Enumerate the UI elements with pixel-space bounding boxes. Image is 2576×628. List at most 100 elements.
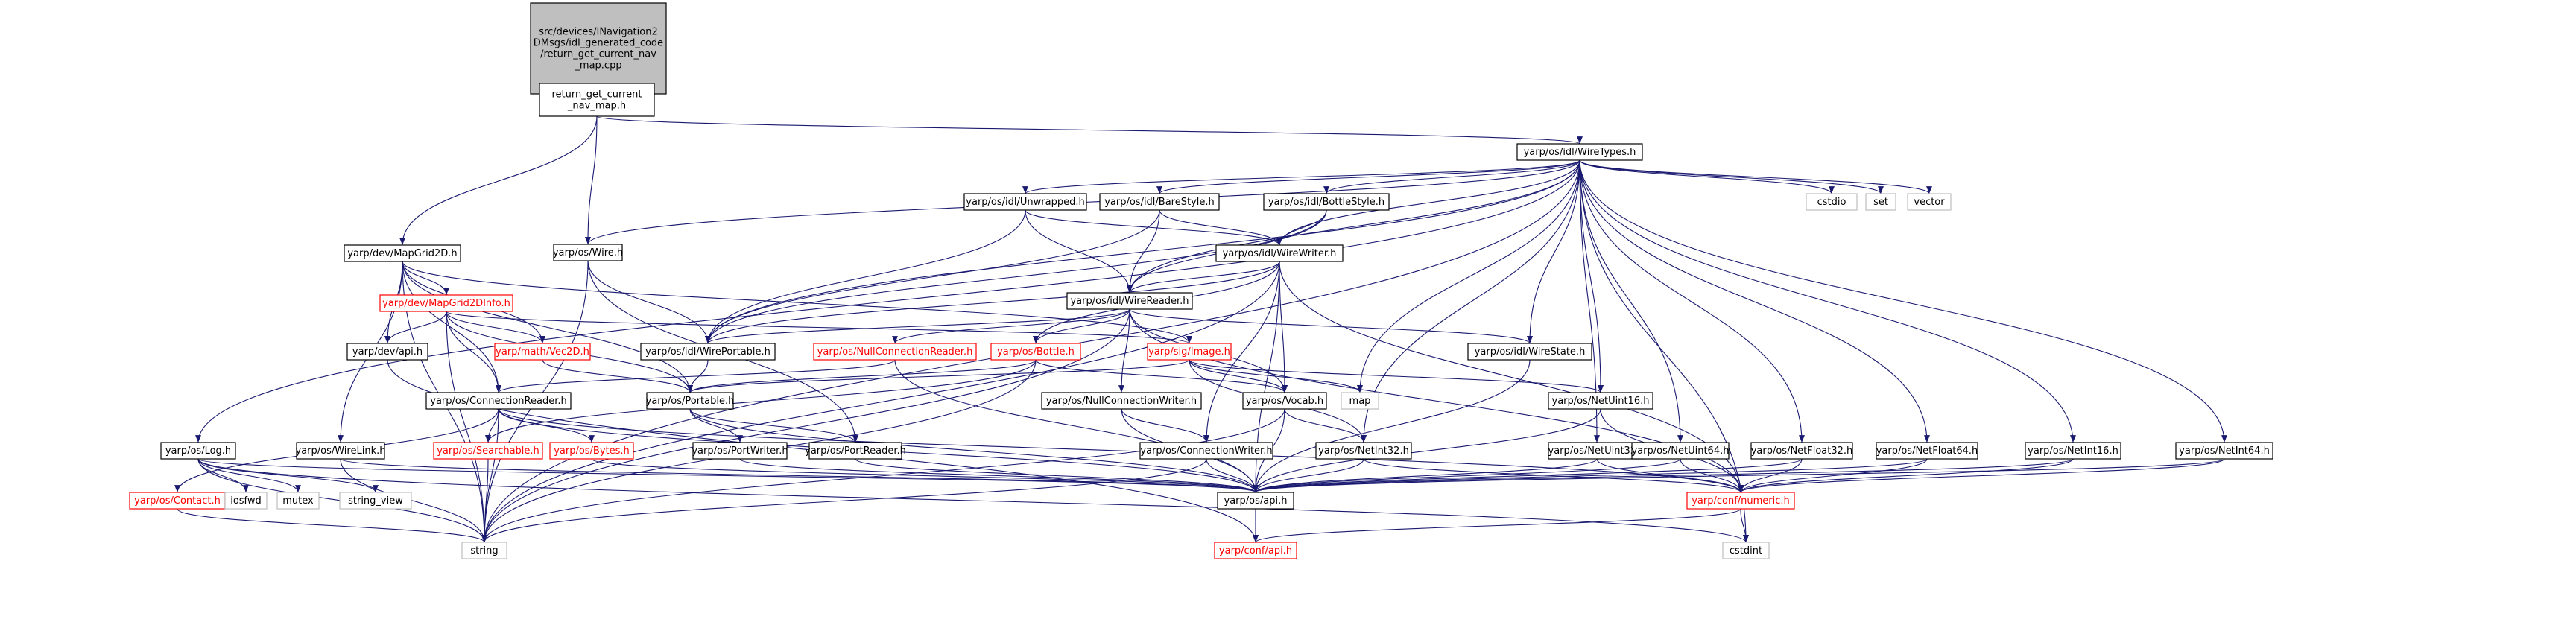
node-string[interactable]: string — [461, 542, 507, 559]
edge-mapgrid2dinfo-to-vec2d — [446, 311, 545, 344]
node-nullconnreader-box — [813, 343, 977, 361]
node-bottle-box — [990, 343, 1081, 361]
node-bottle[interactable]: yarp/os/Bottle.h — [990, 343, 1081, 361]
node-netuint64[interactable]: yarp/os/NetUint64.h — [1631, 442, 1730, 460]
edge-numeric-to-cstdint — [1740, 508, 1749, 543]
node-wirereader-label-line-0: yarp/os/idl/WireReader.h — [1070, 296, 1189, 307]
edge-wiretypes-to-unwrapped — [1022, 159, 1580, 194]
node-connreader-label-line-0: yarp/os/ConnectionReader.h — [430, 396, 567, 407]
node-searchable-label-line-0: yarp/os/Searchable.h — [437, 445, 539, 457]
edge-wiretypes-to-cstdio — [1579, 159, 1835, 194]
node-netint16-label-line-0: yarp/os/NetInt16.h — [2028, 445, 2118, 457]
edge-wirelink-to-osapi — [340, 458, 1259, 493]
node-vector[interactable]: vector — [1907, 193, 1952, 211]
node-wiretypes-label-line-0: yarp/os/idl/WireTypes.h — [1524, 147, 1636, 158]
node-wirereader[interactable]: yarp/os/idl/WireReader.h — [1066, 292, 1193, 310]
edge-barestyle-to-wireportable — [705, 209, 1160, 344]
edge-wiretypes-to-netfloat64 — [1579, 159, 1930, 443]
node-nullconnreader[interactable]: yarp/os/NullConnectionReader.h — [813, 343, 977, 361]
node-vec2d-label-line-0: yarp/math/Vec2D.h — [496, 346, 589, 358]
node-netint32-box — [1315, 442, 1412, 460]
node-portable[interactable]: yarp/os/Portable.h — [646, 392, 735, 410]
node-wirewriter[interactable]: yarp/os/idl/WireWriter.h — [1215, 244, 1344, 262]
node-osapi[interactable]: yarp/os/api.h — [1217, 492, 1294, 510]
node-wire[interactable]: yarp/os/Wire.h — [553, 244, 623, 261]
node-iosfwd[interactable]: iosfwd — [224, 492, 268, 510]
node-netint16-box — [2025, 442, 2121, 460]
node-bytes[interactable]: yarp/os/Bytes.h — [549, 442, 634, 460]
node-string_view[interactable]: string_view — [339, 492, 412, 510]
node-vector-box — [1907, 193, 1952, 211]
node-root[interactable]: src/devices/INavigation2DMsgs/idl_genera… — [530, 2, 667, 95]
edge-wire-to-wireportable — [587, 260, 711, 344]
node-string_view-box — [339, 492, 412, 510]
edge-numeric-to-confapi — [1253, 508, 1741, 543]
node-wirestate[interactable]: yarp/os/idl/WireState.h — [1467, 343, 1592, 361]
node-barestyle[interactable]: yarp/os/idl/BareStyle.h — [1099, 193, 1220, 211]
node-bottlestyle[interactable]: yarp/os/idl/BottleStyle.h — [1263, 193, 1390, 211]
edge-netuint16-to-osapi — [1253, 408, 1601, 493]
edge-image-to-map — [1189, 359, 1363, 393]
node-numeric[interactable]: yarp/conf/numeric.h — [1686, 492, 1795, 510]
node-netfloat64-box — [1876, 442, 1978, 460]
node-barestyle-box — [1099, 193, 1220, 211]
node-netint32-label-line-0: yarp/os/NetInt32.h — [1318, 445, 1409, 457]
edge-barestyle-to-wirereader — [1127, 209, 1160, 294]
node-barestyle-label-line-0: yarp/os/idl/BareStyle.h — [1104, 197, 1215, 208]
edge-wirewriter-to-wireportable — [705, 261, 1280, 344]
node-cstdint[interactable]: cstdint — [1722, 542, 1770, 559]
node-wirelink[interactable]: yarp/os/WireLink.h — [296, 442, 386, 460]
node-devapi[interactable]: yarp/dev/api.h — [346, 343, 428, 361]
edge-log-to-osapi — [197, 458, 1259, 493]
node-portwriter[interactable]: yarp/os/PortWriter.h — [692, 442, 788, 460]
node-mapgrid2dinfo-box — [379, 294, 513, 312]
node-nullconnwriter[interactable]: yarp/os/NullConnectionWriter.h — [1041, 392, 1202, 410]
node-rgcnm[interactable]: return_get_current_nav_map.h — [539, 83, 655, 117]
node-image[interactable]: yarp/sig/Image.h — [1147, 343, 1232, 361]
node-portreader[interactable]: yarp/os/PortReader.h — [805, 442, 906, 460]
node-unwrapped[interactable]: yarp/os/idl/Unwrapped.h — [963, 193, 1087, 211]
node-searchable[interactable]: yarp/os/Searchable.h — [433, 442, 543, 460]
node-connwriter[interactable]: yarp/os/ConnectionWriter.h — [1139, 442, 1273, 460]
node-netint16[interactable]: yarp/os/NetInt16.h — [2025, 442, 2121, 460]
node-portable-label-line-0: yarp/os/Portable.h — [646, 396, 735, 407]
node-cstdio[interactable]: cstdio — [1806, 193, 1858, 211]
node-netuint16[interactable]: yarp/os/NetUint16.h — [1548, 392, 1653, 410]
node-vocab[interactable]: yarp/os/Vocab.h — [1242, 392, 1327, 410]
node-wireportable[interactable]: yarp/os/idl/WirePortable.h — [640, 343, 776, 361]
node-iosfwd-box — [224, 492, 268, 510]
node-netint64-label-line-0: yarp/os/NetInt64.h — [2179, 445, 2270, 457]
node-vec2d[interactable]: yarp/math/Vec2D.h — [494, 343, 591, 361]
node-netint32[interactable]: yarp/os/NetInt32.h — [1315, 442, 1412, 460]
node-contact[interactable]: yarp/os/Contact.h — [129, 492, 226, 510]
edge-wiretypes-to-log — [195, 159, 1580, 443]
edge-wiretypes-to-wirestate — [1527, 159, 1580, 344]
edge-unwrapped-to-wirewriter — [1025, 209, 1282, 246]
node-mapgrid2d[interactable]: yarp/dev/MapGrid2D.h — [344, 244, 461, 262]
node-netint64[interactable]: yarp/os/NetInt64.h — [2175, 442, 2273, 460]
node-wirewriter-box — [1215, 244, 1344, 262]
node-netint64-box — [2175, 442, 2273, 460]
node-map[interactable]: map — [1341, 392, 1379, 410]
edge-mapgrid2dinfo-to-devapi — [384, 311, 447, 344]
edge-wirereader-to-string — [481, 308, 1130, 543]
node-set[interactable]: set — [1865, 193, 1896, 211]
node-vocab-box — [1242, 392, 1327, 410]
node-wireportable-box — [640, 343, 776, 361]
node-map-label-line-0: map — [1349, 396, 1371, 407]
node-mapgrid2dinfo[interactable]: yarp/dev/MapGrid2DInfo.h — [379, 294, 513, 312]
node-netuint32[interactable]: yarp/os/NetUint32.h — [1548, 442, 1646, 460]
node-string-box — [461, 542, 507, 559]
node-bottle-label-line-0: yarp/os/Bottle.h — [997, 346, 1075, 358]
node-root-box — [530, 2, 667, 95]
edge-wiretypes-to-netfloat32 — [1579, 159, 1805, 443]
node-wiretypes[interactable]: yarp/os/idl/WireTypes.h — [1516, 143, 1643, 161]
node-unwrapped-box — [963, 193, 1087, 211]
node-log[interactable]: yarp/os/Log.h — [160, 442, 236, 460]
edge-wiretypes-to-netuint16 — [1579, 159, 1604, 393]
node-mutex[interactable]: mutex — [276, 492, 320, 510]
node-confapi[interactable]: yarp/conf/api.h — [1214, 542, 1297, 559]
node-netfloat32[interactable]: yarp/os/NetFloat32.h — [1750, 442, 1853, 460]
node-netfloat64[interactable]: yarp/os/NetFloat64.h — [1876, 442, 1978, 460]
node-connreader[interactable]: yarp/os/ConnectionReader.h — [425, 392, 572, 410]
